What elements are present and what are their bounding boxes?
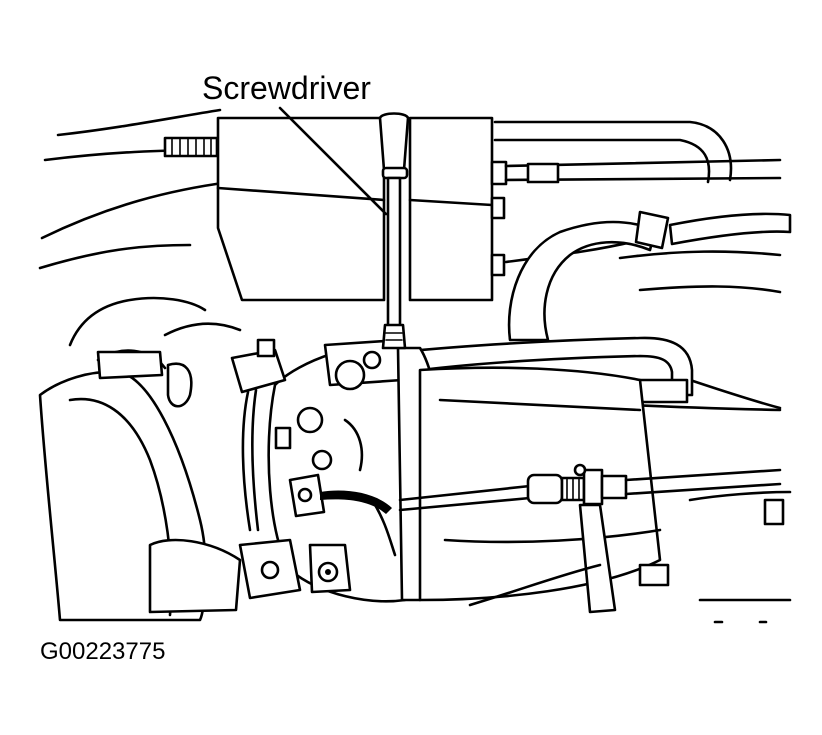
intake-duct [38,349,242,622]
threaded-fitting-left [163,136,219,158]
mounting-bracket [238,473,352,600]
figure-id: G00223775 [40,638,166,665]
wiring-harness [230,338,397,557]
adjuster-rod [398,463,792,624]
control-module-box [216,116,508,302]
screwdriver [378,112,410,350]
callout-label: Screwdriver [202,70,371,106]
right-cables [504,158,782,264]
background-hoses [38,108,782,410]
callout-leader [278,106,388,216]
curved-hose-right [507,210,792,342]
